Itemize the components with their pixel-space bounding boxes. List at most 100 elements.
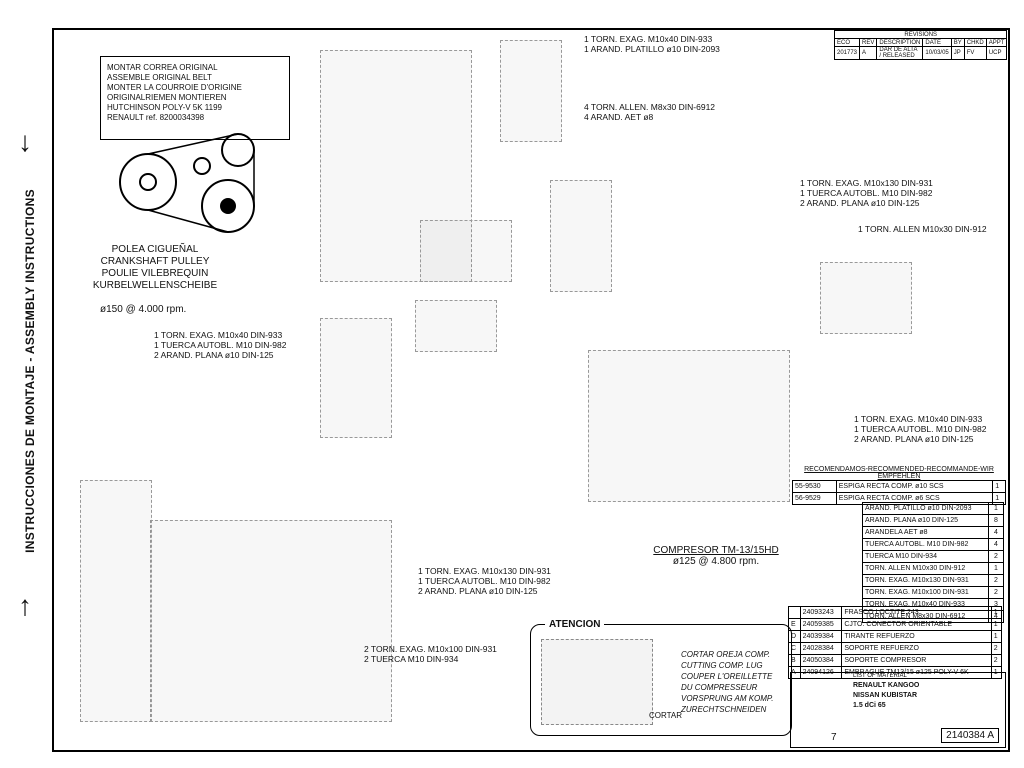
rev-cell: FV bbox=[963, 46, 987, 60]
table-cell: TIRANTE REFUERZO bbox=[841, 630, 992, 643]
rev-col: BY bbox=[950, 38, 965, 47]
table-cell: ARAND. PLATILLO ø10 DIN-2093 bbox=[862, 502, 989, 515]
table-cell: 1 bbox=[990, 606, 1003, 619]
arrow-up-icon: ↑ bbox=[18, 590, 32, 621]
callout-note: 1 TORN. EXAG. M10x130 DIN-931 1 TUERCA A… bbox=[418, 566, 551, 596]
belt-drive-sketch bbox=[119, 133, 255, 233]
pulley-line: KURBELWELLENSCHEIBE bbox=[92, 280, 218, 291]
compressor-label: COMPRESOR TM-13/15HD ø125 @ 4.800 rpm. bbox=[646, 545, 786, 567]
list-of-material-label: LIST OF MATERIAL bbox=[853, 673, 907, 679]
vehicle-line: 1.5 dCi 65 bbox=[853, 702, 886, 709]
tie-rod-image bbox=[500, 40, 562, 142]
table-cell: 56-9529 bbox=[792, 492, 837, 505]
table-cell: 1 bbox=[990, 618, 1003, 631]
bracket-middle-image bbox=[415, 300, 497, 352]
rev-cell: JP bbox=[950, 46, 965, 60]
table-cell: 2 bbox=[990, 654, 1003, 667]
table-cell: 24050384 bbox=[799, 654, 843, 667]
callout-note: 1 TORN. EXAG. M10x40 DIN-933 1 ARAND. PL… bbox=[584, 34, 720, 54]
callout-note: 1 TORN. ALLEN M10x30 DIN-912 bbox=[858, 224, 987, 234]
revisions-table: REVISIONS ECO REV DESCRIPTION DATE BY CH… bbox=[833, 30, 1008, 60]
arrow-down-icon: ↓ bbox=[18, 126, 32, 157]
rev-cell: DAR DE ALTA / RELEASED bbox=[876, 46, 924, 60]
rev-col: APPT bbox=[985, 38, 1008, 47]
belt-line: ASSEMBLE ORIGINAL BELT bbox=[107, 73, 212, 82]
table-cell: FRASCO LOCTITE 243 bbox=[841, 606, 992, 619]
alternator-engine-block-image bbox=[320, 50, 472, 282]
rev-col: CHKD bbox=[963, 38, 987, 47]
rev-col: ECO bbox=[833, 38, 861, 47]
table-cell: E bbox=[788, 618, 801, 631]
table-cell: ARANDELA AET ø8 bbox=[862, 526, 989, 539]
compressor-lug-image bbox=[541, 639, 653, 725]
title-block: LIST OF MATERIAL RENAULT KANGOO NISSAN K… bbox=[790, 672, 1006, 748]
table-cell: C bbox=[788, 642, 801, 655]
rev-cell: UCP bbox=[985, 46, 1008, 60]
recommended-table: RECOMENDAMOS-RECOMMENDED-RECOMMANDE-WIR … bbox=[792, 466, 1006, 505]
vehicle-line: NISSAN KUBISTAR bbox=[853, 692, 918, 699]
pulley-line: POULIE VILEBREQUIN bbox=[101, 268, 209, 279]
belt-line: MONTER LA COURROIE D'ORIGINE bbox=[107, 83, 242, 92]
atencion-box: ATENCION CORTAR CORTAR OREJA COMP. CUTTI… bbox=[530, 619, 792, 736]
table-cell: 24028384 bbox=[799, 642, 843, 655]
table-cell: 1 bbox=[990, 630, 1003, 643]
table-cell: ESPIGA RECTA COMP. ø10 SCS bbox=[835, 480, 994, 493]
rev-cell: 10/03/05 bbox=[922, 46, 952, 60]
drawing-number: 2140384 A bbox=[941, 728, 999, 743]
table-cell: SOPORTE COMPRESOR bbox=[841, 654, 992, 667]
atencion-title: ATENCION bbox=[545, 619, 605, 630]
rev-col: DESCRIPTION bbox=[876, 38, 924, 47]
table-cell: 2 bbox=[988, 550, 1004, 563]
table-cell: TUERCA M10 DIN-934 bbox=[862, 550, 989, 563]
table-cell: TORN. EXAG. M10x130 DIN-931 bbox=[862, 574, 989, 587]
cortar-label: CORTAR bbox=[649, 711, 683, 720]
table-cell: 1 bbox=[988, 562, 1004, 575]
pulley-label: POLEA CIGUEÑAL CRANKSHAFT PULLEY POULIE … bbox=[80, 244, 230, 292]
table-cell: 24093243 bbox=[799, 606, 843, 619]
recommended-header: RECOMENDAMOS-RECOMMENDED-RECOMMANDE-WIR … bbox=[804, 466, 994, 480]
belt-line: ORIGINALRIEMEN MONTIEREN bbox=[107, 93, 227, 102]
left-margin: ↓ INSTRUCCIONES DE MONTAJE - ASSEMBLY IN… bbox=[0, 0, 52, 768]
callout-note: 1 TORN. EXAG. M10x130 DIN-931 1 TUERCA A… bbox=[800, 178, 933, 208]
table-cell: 2 bbox=[988, 574, 1004, 587]
table-cell: D bbox=[788, 630, 801, 643]
belt-note: MONTAR CORREA ORIGINAL ASSEMBLE ORIGINAL… bbox=[100, 56, 290, 140]
connector-image bbox=[820, 262, 912, 334]
table-cell: TORN. EXAG. M10x100 DIN-931 bbox=[862, 586, 989, 599]
table-cell: 1 bbox=[988, 502, 1004, 515]
table-cell: 8 bbox=[988, 514, 1004, 527]
rev-col: REV bbox=[859, 38, 878, 47]
pulley-line: POLEA CIGUEÑAL bbox=[111, 244, 199, 255]
sheet-number: 7 bbox=[831, 732, 837, 743]
rev-cell: A bbox=[859, 46, 878, 60]
callout-note: 2 TORN. EXAG. M10x100 DIN-931 2 TUERCA M… bbox=[364, 644, 497, 664]
table-cell: 4 bbox=[988, 526, 1004, 539]
table-cell: 55-9530 bbox=[792, 480, 837, 493]
compressor-image bbox=[588, 350, 790, 502]
drawing-rev: A bbox=[987, 730, 994, 741]
table-cell: SOPORTE REFUERZO bbox=[841, 642, 992, 655]
vehicle-info: RENAULT KANGOO NISSAN KUBISTAR 1.5 dCi 6… bbox=[853, 681, 919, 711]
table-cell: 24039384 bbox=[799, 630, 843, 643]
table-cell bbox=[788, 606, 801, 619]
callout-note: 1 TORN. EXAG. M10x40 DIN-933 1 TUERCA AU… bbox=[854, 414, 987, 444]
belt-line: MONTAR CORREA ORIGINAL bbox=[107, 63, 218, 72]
lower-bracket-assembly-image bbox=[150, 520, 392, 722]
vehicle-line: RENAULT KANGOO bbox=[853, 682, 920, 689]
callout-note: 4 TORN. ALLEN. M8x30 DIN-6912 4 ARAND. A… bbox=[584, 102, 716, 122]
rev-col: DATE bbox=[922, 38, 952, 47]
callout-note: 1 TORN. EXAG. M10x40 DIN-933 1 TUERCA AU… bbox=[154, 330, 287, 360]
pulley-line: CRANKSHAFT PULLEY bbox=[100, 256, 210, 267]
table-cell: TUERCA AUTOBL. M10 DIN-982 bbox=[862, 538, 989, 551]
table-cell: ARAND. PLANA ø10 DIN-125 bbox=[862, 514, 989, 527]
drawing-number-value: 2140384 bbox=[946, 730, 986, 741]
belt-line: RENAULT ref. 8200034398 bbox=[107, 113, 205, 122]
side-title: INSTRUCCIONES DE MONTAJE - ASSEMBLY INST… bbox=[23, 189, 37, 553]
table-cell: 2 bbox=[988, 586, 1004, 599]
support-arm-left-image bbox=[320, 318, 392, 438]
pulley-speed: ø150 @ 4.000 rpm. bbox=[100, 304, 187, 315]
drawing-frame bbox=[52, 28, 1010, 752]
